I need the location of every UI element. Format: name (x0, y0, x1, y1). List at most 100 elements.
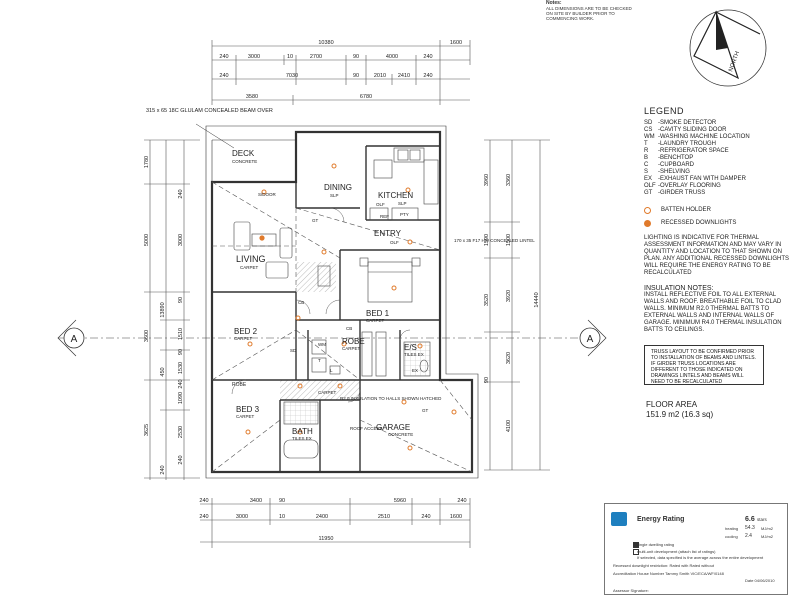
girder-truss-tag: GT (422, 408, 429, 413)
dim-label: 240 (178, 189, 184, 198)
room-bed1-finish: CARPET (366, 318, 385, 323)
batten-holder-marker (297, 429, 303, 435)
dim-label: 3920 (506, 290, 512, 302)
dim-label: 1600 (450, 514, 462, 520)
floor-area: FLOOR AREA 151.9 m2 (16.3 sq) (646, 400, 713, 420)
dim-label: 240 (219, 73, 228, 79)
dim-label: 2010 (374, 73, 386, 79)
room-kitchen-finish: SLP (398, 201, 407, 206)
legend-key: S (644, 169, 649, 175)
energy-stars: 6.6 (745, 516, 755, 523)
wet-area-fixtures (283, 339, 431, 459)
dim-label: 10 (287, 54, 293, 60)
left-dimension-labels: 1780 5000 13890 3600 3625 240 3000 90 15… (144, 156, 184, 475)
room-bath: BATH (292, 427, 313, 436)
room-ensuite-finish: TILES EX (404, 352, 424, 357)
right-dimension-labels: 3360 1500 3920 3520 3620 4100 14440 3960… (484, 174, 540, 432)
heating-value: 54.3 (745, 525, 755, 531)
insulation-hatch (280, 262, 360, 400)
lighting-note: LIGHTING IS INDICATIVE FOR THERMAL ASSES… (644, 235, 790, 276)
heating-label: heating (725, 526, 739, 531)
batten-holder-marker (417, 343, 423, 349)
section-marker-right: A (579, 319, 607, 357)
dim-top-overall: 10380 (318, 40, 333, 46)
legend-item: OLF-OVERLAY FLOORING (644, 183, 794, 190)
dim-label: 90 (178, 297, 184, 303)
glulam-note-text: 315 x 65 18C GLULAM CONCEALED BEAM OVER (146, 108, 273, 114)
downlight-marker (259, 235, 265, 241)
dim-label: 450 (160, 367, 166, 376)
dim-label: 2700 (310, 54, 322, 60)
batten-holder-marker (407, 239, 413, 245)
batten-holder-marker (391, 285, 397, 291)
dim-label: 3400 (250, 498, 262, 504)
dim-label: 3620 (506, 352, 512, 364)
legend-item: S-SHELVING (644, 169, 794, 176)
legend: LEGEND SD-SMOKE DETECTOR CS -CAVITY SLIDI… (644, 106, 794, 334)
room-bed3: BED 3 (236, 405, 260, 414)
legend-value: -CAVITY SLIDING DOOR (658, 127, 727, 133)
legend-item: SD-SMOKE DETECTOR (644, 120, 794, 127)
dim-label: 240 (199, 498, 208, 504)
batten-holder-marker (405, 187, 411, 193)
cooling-label: cooling (725, 534, 738, 539)
insulation-title: INSULATION NOTES: (644, 285, 714, 292)
bottom-dimension-labels: 240 3400 90 5960 240 240 3000 10 2400 25… (199, 498, 466, 542)
section-letter: A (587, 334, 594, 345)
dim-label: 3360 (506, 174, 512, 186)
batten-holder-marker (407, 445, 413, 451)
legend-value: -EXHAUST FAN WITH DAMPER (658, 176, 746, 182)
average-note: If selected, data specified is the avera… (637, 555, 764, 560)
room-garage-finish: CONCRETE (388, 432, 413, 437)
multi-unit-checkbox[interactable] (633, 549, 639, 555)
dim-label: 1500 (506, 234, 512, 246)
legend-key: SD (644, 120, 653, 126)
dim-label: 90 (353, 73, 359, 79)
energy-title: Energy Rating (637, 516, 685, 523)
dim-label: 3000 (178, 234, 184, 246)
dim-label: 90 (279, 498, 285, 504)
dim-label: 7030 (286, 73, 298, 79)
lintel-note: 170 x 35 F17 HW CONCEALED LINTEL (454, 238, 535, 243)
legend-item: B-BENCHTOP (644, 155, 794, 162)
room-labels: DECK CONCRETE DINING SLP KITCHEN SLP LIV… (232, 149, 424, 441)
room-deck-finish: CONCRETE (232, 159, 257, 164)
single-dwelling-label: single dwelling rating (637, 542, 675, 547)
batten-holder-marker (321, 249, 327, 255)
notes-block: Notes: ALL DIMENSIONS ARE TO BE CHECKED … (546, 0, 636, 22)
legend-value: -BENCHTOP (658, 155, 694, 161)
heating-unit: MJ/m2 (761, 526, 773, 531)
cupboard-tag: CB (346, 326, 352, 331)
downlight-icon (644, 220, 651, 227)
legend-key: C (644, 162, 649, 168)
single-dwelling-checkbox[interactable] (633, 542, 639, 548)
room-living: LIVING (236, 254, 266, 264)
legend-value: -WASHING MACHINE LOCATION (658, 134, 750, 140)
legend-items: SD-SMOKE DETECTOR CS -CAVITY SLIDING DOOR… (644, 120, 794, 197)
room-bed2-finish: CARPET (234, 336, 253, 341)
washing-machine-tag: WM (318, 342, 326, 347)
room-robe-finish: CARPET (342, 346, 361, 351)
cooling-value: 2.4 (745, 533, 752, 539)
dim-label: 240 (421, 514, 430, 520)
legend-title: LEGEND (644, 106, 685, 116)
legend-value: -GIRDER TRUSS (658, 190, 706, 196)
legend-value: -REFRIGERATOR SPACE (658, 148, 729, 154)
dim-label: 240 (178, 455, 184, 464)
dim-label: 90 (178, 349, 184, 355)
room-robe: ROBE (342, 337, 365, 346)
dim-label: 240 (219, 54, 228, 60)
batten-holder-marker (451, 409, 457, 415)
interior-walls (212, 145, 472, 472)
legend-item: EX-EXHAUST FAN WITH DAMPER (644, 176, 794, 183)
dim-label: 6780 (360, 94, 372, 100)
batten-holder-marker (297, 383, 303, 389)
room-living-finish: CARPET (240, 265, 259, 270)
insulation-zone-note: R2.0 INSULATION TO HALLS SHOWN HATCHED (340, 396, 442, 401)
energy-rating-panel: Energy Rating 6.6 stars heating 54.3 MJ/… (604, 503, 788, 595)
left-dimensions (144, 139, 200, 480)
legend-value: -CUPBOARD (658, 162, 695, 168)
dim-label: 3000 (248, 54, 260, 60)
truss-note: TRUSS LAYOUT TO BE CONFIRMED PRIOR TO IN… (644, 345, 764, 385)
legend-batten-label: BATTEN HOLDER (661, 207, 711, 213)
